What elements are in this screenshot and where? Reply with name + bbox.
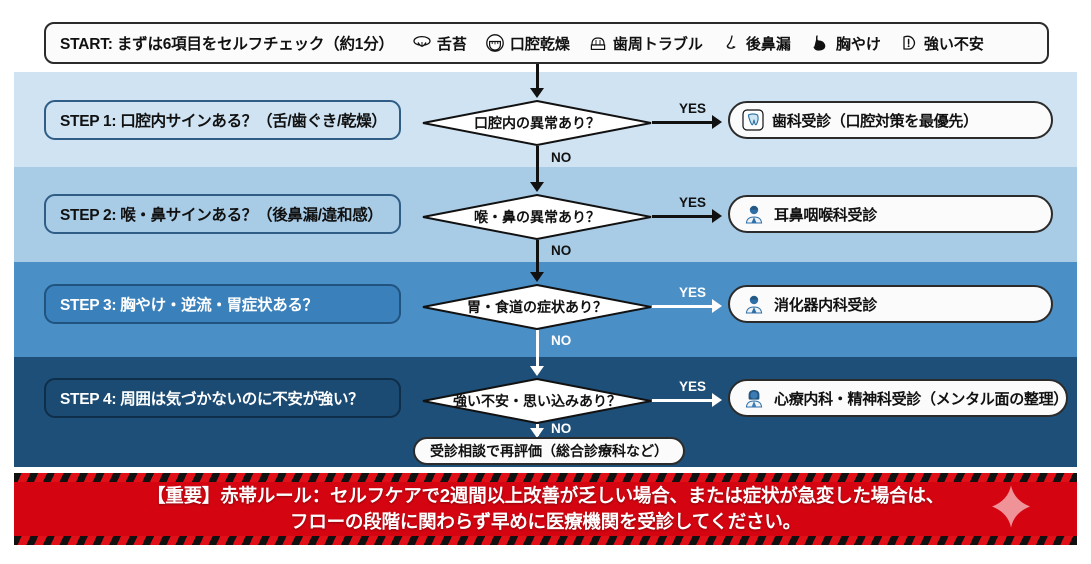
start-bar: START: まずは6項目をセルフチェック（約1分） 舌苔 口腔乾燥 歯周トラブ… — [44, 22, 1049, 64]
doctor-icon — [742, 202, 766, 226]
arrow-step3-no — [530, 366, 544, 376]
label-no-step2: NO — [551, 243, 572, 258]
label-yes-step2: YES — [679, 195, 707, 210]
arrow-step4-yes — [712, 393, 722, 407]
result-step1: 歯科受診（口腔対策を最優先） — [728, 101, 1053, 139]
stomach-icon — [809, 33, 831, 53]
connector-step2-yes — [652, 215, 714, 218]
final-reevaluation-text: 受診相談で再評価（総合診療科など） — [430, 443, 668, 459]
step-label-4: STEP 4: 周囲は気づかないのに不安が強い？ — [44, 378, 401, 418]
symptom-label-heartburn: 胸やけ — [835, 35, 881, 53]
step-label-4-text: STEP 4: 周囲は気づかないのに不安が強い？ — [60, 391, 364, 408]
result-step3-text: 消化器内科受診 — [774, 296, 877, 314]
decision-step2: 喉・鼻の異常あり？ — [422, 194, 652, 240]
step-label-2-text: STEP 2: 喉・鼻サインある？（後鼻漏/違和感） — [60, 207, 383, 224]
result-step2-text: 耳鼻咽喉科受診 — [774, 206, 877, 224]
warning-banner-text: 【重要】赤帯ルール：セルフケアで2週間以上改善が乏しい場合、または症状が急変した… — [147, 483, 944, 536]
arrow-step2-no — [530, 272, 544, 282]
step-label-3-text: STEP 3: 胸やけ・逆流・胃症状ある？ — [60, 297, 318, 314]
connector-start-to-step1 — [536, 64, 539, 90]
start-title: START: まずは6項目をセルフチェック（約1分） — [60, 36, 394, 53]
symptom-label-dry-mouth: 口腔乾燥 — [509, 35, 570, 53]
symptom-post-nasal-drip: 後鼻漏 — [721, 33, 791, 54]
label-yes-step1: YES — [679, 101, 707, 116]
symptom-label-gum-trouble: 歯周トラブル — [612, 35, 703, 53]
label-yes-step3: YES — [679, 285, 707, 300]
warning-banner-line2: フローの段階に関わらず早めに医療機関を受診してください。 — [290, 511, 801, 532]
label-yes-step4: YES — [679, 379, 707, 394]
decision-step4-text: 強い不安・思い込みあり？ — [453, 393, 621, 409]
symptom-dry-mouth: 口腔乾燥 — [485, 33, 570, 54]
step-label-2: STEP 2: 喉・鼻サインある？（後鼻漏/違和感） — [44, 194, 401, 234]
symptom-label-post-nasal-drip: 後鼻漏 — [745, 35, 791, 53]
symptom-tongue: 舌苔 — [412, 33, 467, 54]
female-doctor-icon — [742, 386, 766, 410]
label-no-step1: NO — [551, 150, 572, 165]
arrow-start-to-step1 — [530, 88, 544, 98]
symptom-heartburn: 胸やけ — [809, 33, 881, 54]
result-step2: 耳鼻咽喉科受診 — [728, 195, 1053, 233]
result-step1-text: 歯科受診（口腔対策を最優先） — [772, 112, 978, 130]
result-step3: 消化器内科受診 — [728, 285, 1053, 323]
step-label-1: STEP 1: 口腔内サインある？（舌/歯ぐき/乾燥） — [44, 100, 401, 140]
label-no-step3: NO — [551, 333, 572, 348]
sparkle-icon — [991, 485, 1031, 534]
tongue-icon — [412, 33, 432, 53]
doctor-icon — [742, 292, 766, 316]
step-label-3: STEP 3: 胸やけ・逆流・胃症状ある？ — [44, 284, 401, 324]
connector-step3-yes — [652, 305, 714, 308]
connector-step4-yes — [652, 399, 714, 402]
result-step4-text: 心療内科・精神科受診（メンタル面の整理） — [774, 390, 1069, 408]
arrow-step1-no — [530, 182, 544, 192]
arrow-step2-yes — [712, 209, 722, 223]
arrow-step1-yes — [712, 115, 722, 129]
tooth-icon — [742, 109, 764, 131]
final-reevaluation-box: 受診相談で再評価（総合診療科など） — [413, 437, 685, 465]
symptom-gum-trouble: 歯周トラブル — [588, 33, 703, 54]
connector-step1-no — [536, 146, 539, 184]
warning-banner: 【重要】赤帯ルール：セルフケアで2週間以上改善が乏しい場合、または症状が急変した… — [14, 473, 1077, 545]
decision-step2-text: 喉・鼻の異常あり？ — [474, 209, 600, 225]
arrow-step4-no — [530, 428, 544, 438]
symptom-anxiety: 強い不安 — [899, 33, 984, 54]
warning-banner-line1: 【重要】赤帯ルール：セルフケアで2週間以上改善が乏しい場合、または症状が急変した… — [147, 484, 944, 506]
decision-step1: 口腔内の異常あり？ — [422, 100, 652, 146]
decision-step1-text: 口腔内の異常あり？ — [474, 115, 600, 131]
dry-mouth-icon — [485, 33, 505, 53]
connector-step2-no — [536, 240, 539, 274]
symptom-label-tongue: 舌苔 — [436, 35, 467, 53]
step-label-1-text: STEP 1: 口腔内サインある？（舌/歯ぐき/乾燥） — [60, 113, 387, 130]
anxiety-icon — [899, 33, 919, 53]
hazard-stripe-top — [14, 473, 1077, 482]
label-no-step4: NO — [551, 421, 572, 436]
decision-step3: 胃・食道の症状あり？ — [422, 284, 652, 330]
decision-step4: 強い不安・思い込みあり？ — [422, 378, 652, 424]
decision-step3-text: 胃・食道の症状あり？ — [467, 299, 607, 315]
arrow-step3-yes — [712, 299, 722, 313]
symptom-label-anxiety: 強い不安 — [923, 35, 984, 53]
tooth-gum-icon — [588, 33, 608, 53]
result-step4: 心療内科・精神科受診（メンタル面の整理） — [728, 379, 1068, 417]
nose-icon — [721, 33, 741, 53]
connector-step3-no — [536, 330, 539, 368]
hazard-stripe-bottom — [14, 536, 1077, 545]
connector-step1-yes — [652, 121, 714, 124]
